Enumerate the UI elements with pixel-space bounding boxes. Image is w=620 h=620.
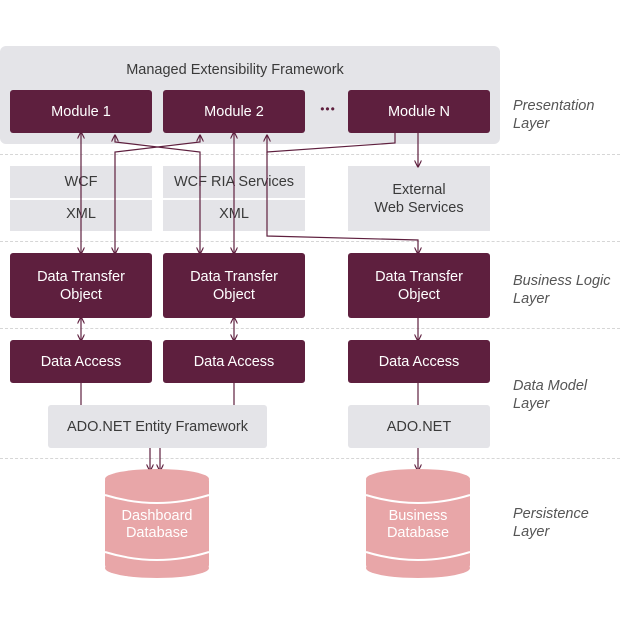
connector-line xyxy=(267,133,396,153)
entity-framework-box: ADO.NET Entity Framework xyxy=(48,405,267,448)
mef-title: Managed Extensibility Framework xyxy=(126,62,344,78)
connector-line xyxy=(115,136,200,253)
data-access-2: Data Access xyxy=(163,340,305,383)
adonet-box: ADO.NET xyxy=(348,405,490,448)
business-logic-layer-label: Business Logic Layer xyxy=(513,273,611,307)
dto-2: Data Transfer Object xyxy=(163,253,305,318)
module-2: Module 2 xyxy=(163,90,305,133)
module-1: Module 1 xyxy=(10,90,152,133)
business-database-label: Business Database xyxy=(386,508,450,541)
data-model-layer-label: Data Model Layer xyxy=(513,378,588,412)
ellipsis-dots: ••• xyxy=(320,102,336,116)
layer-separator xyxy=(0,154,620,155)
dashboard-database-label: Dashboard Database xyxy=(121,508,193,541)
connector-line xyxy=(266,152,418,253)
dto-3: Data Transfer Object xyxy=(348,253,490,318)
data-access-1: Data Access xyxy=(10,340,152,383)
presentation-layer-label: Presentation Layer xyxy=(513,98,595,132)
layer-separator xyxy=(0,241,620,242)
data-access-3: Data Access xyxy=(348,340,490,383)
connector-line xyxy=(115,136,200,253)
dashboard-database-icon xyxy=(104,469,210,578)
persistence-layer-label: Persistence Layer xyxy=(513,506,589,540)
layer-separator xyxy=(0,458,620,459)
module-n: Module N xyxy=(348,90,490,133)
dto-1: Data Transfer Object xyxy=(10,253,152,318)
layer-separator xyxy=(0,328,620,329)
business-database-icon xyxy=(365,469,471,578)
external-web-services: External Web Services xyxy=(348,166,490,231)
